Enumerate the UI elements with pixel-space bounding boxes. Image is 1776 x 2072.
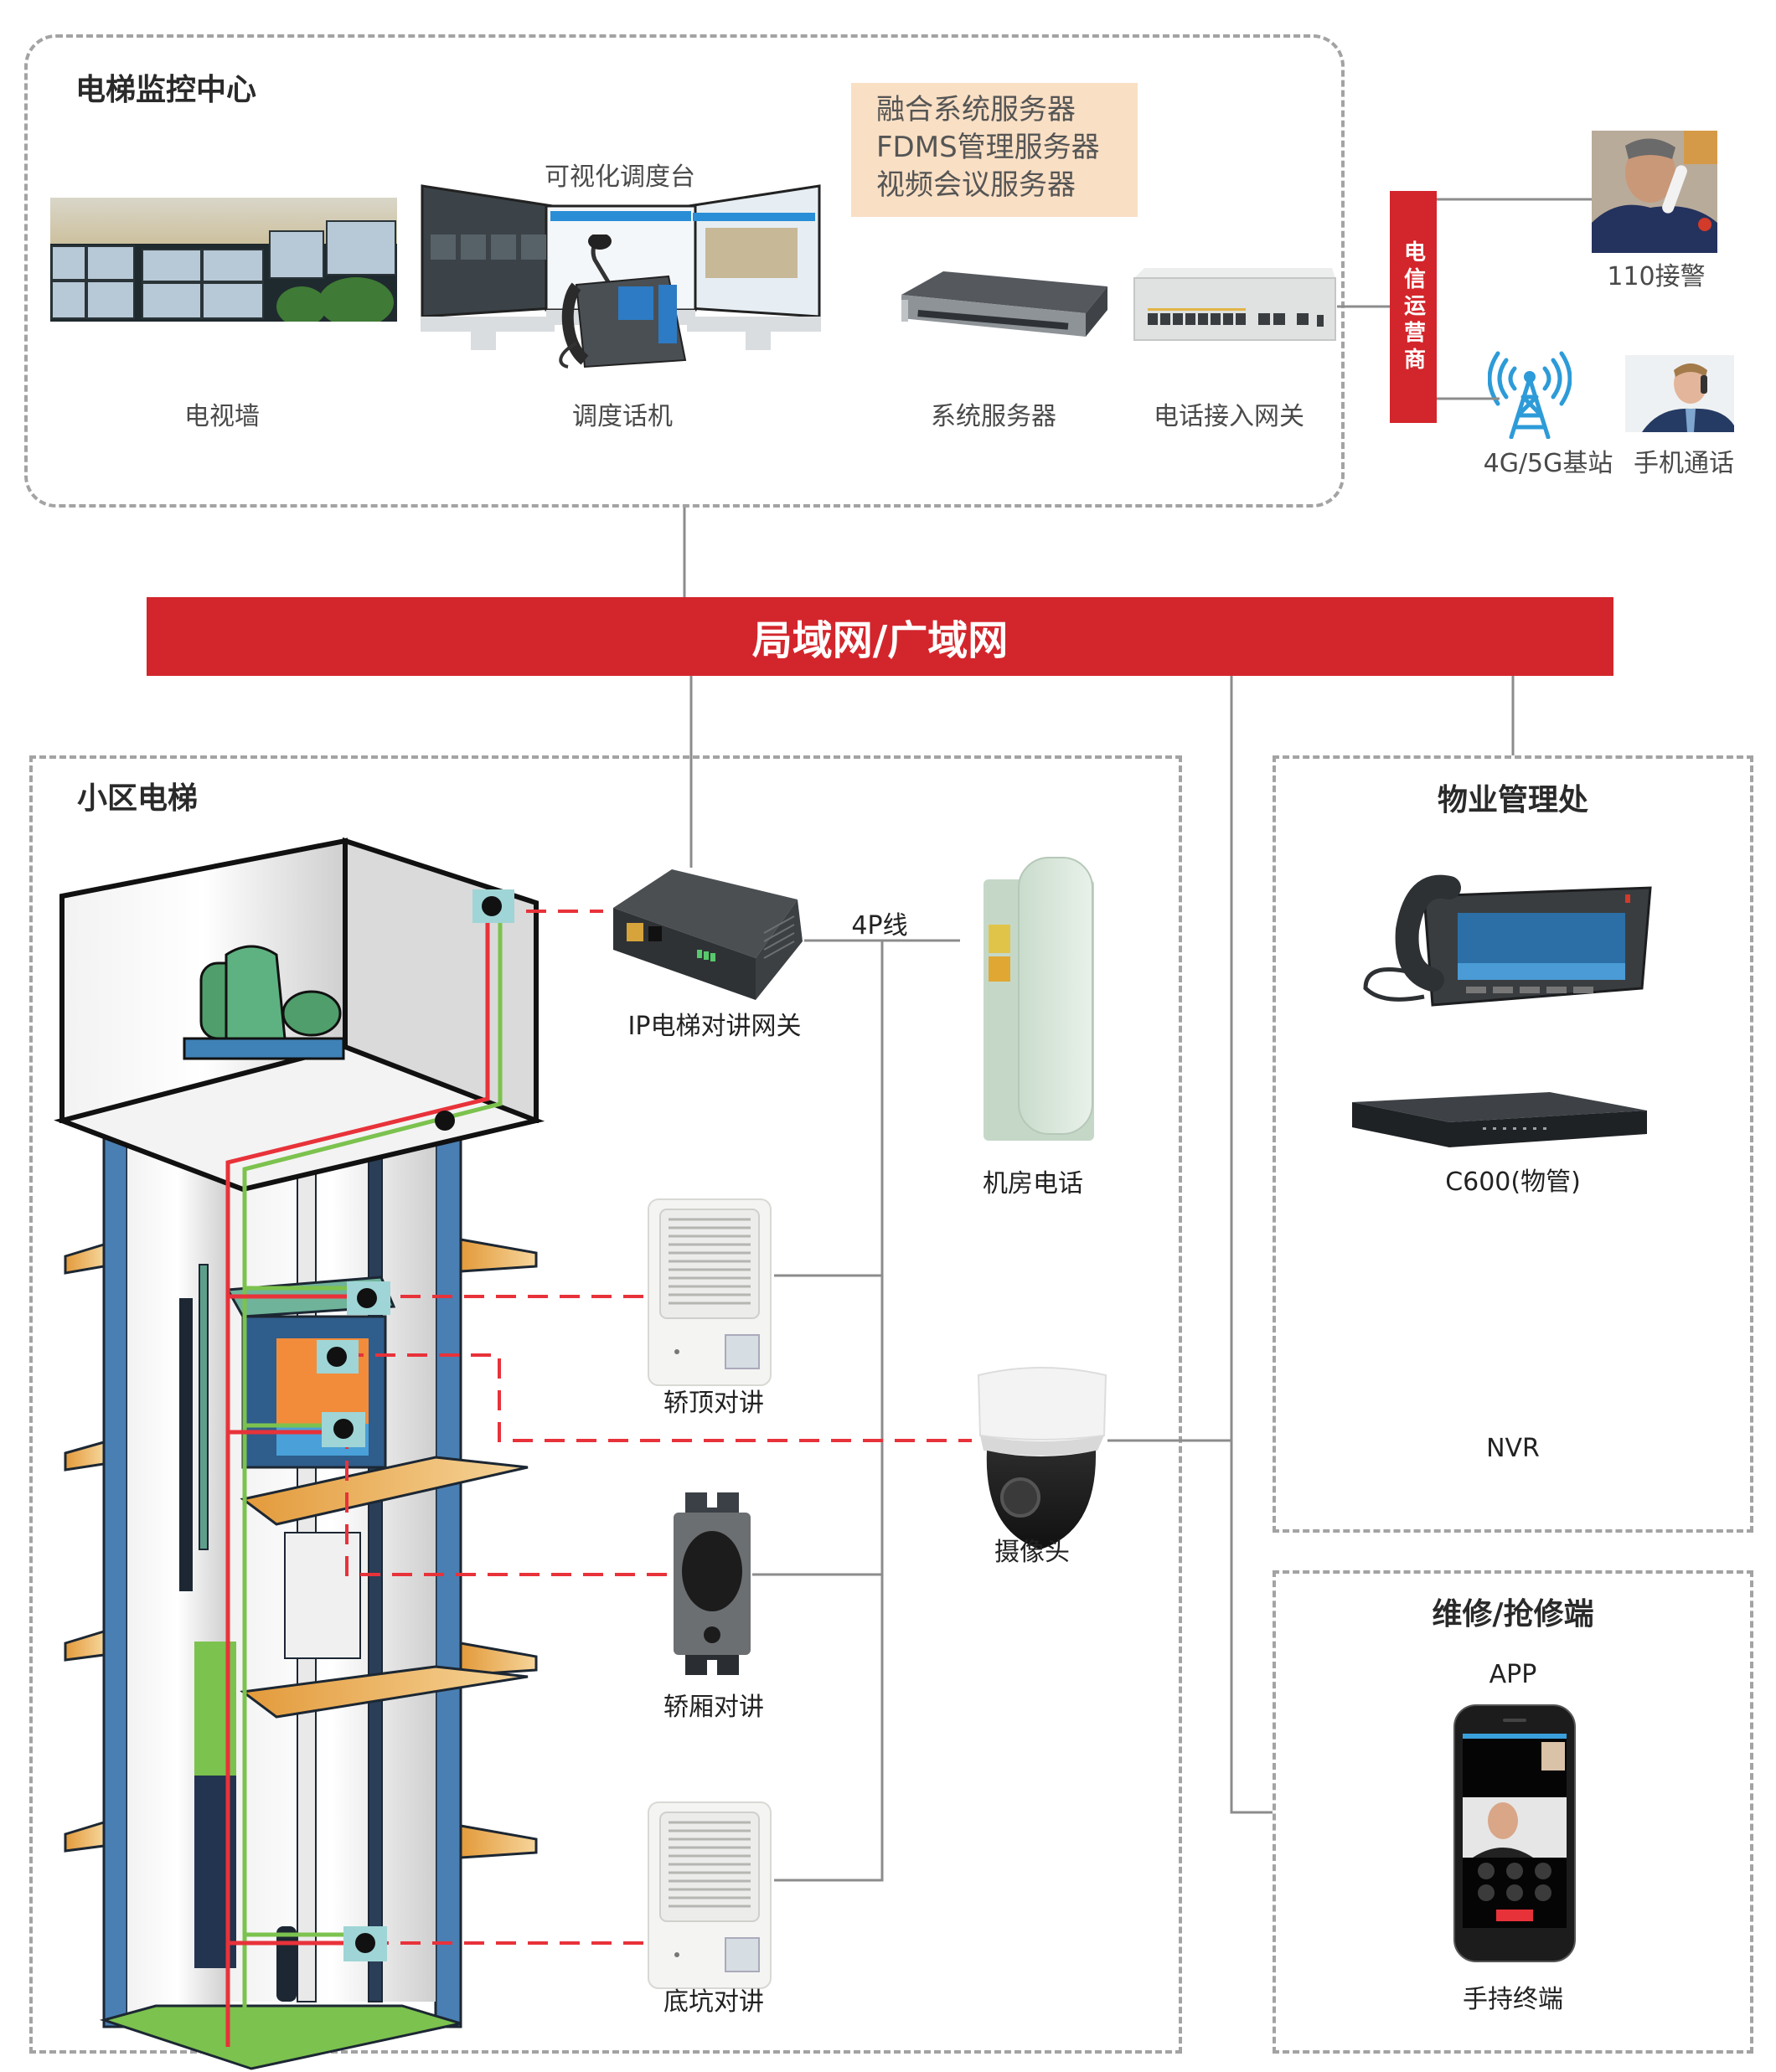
base-station-label: 4G/5G基站 [1483, 449, 1613, 478]
telecom-operator-bar: 电信运营商 [1390, 191, 1437, 423]
camera-image [972, 1363, 1109, 1553]
visual-console-label: 可视化调度台 [545, 162, 695, 192]
4p-wire-label: 4P线 [851, 911, 908, 941]
police-110-photo [1592, 131, 1717, 253]
police-110-label: 110接警 [1607, 262, 1706, 291]
car-top-intercom-image [647, 1198, 772, 1389]
dispatch-phone-image [543, 233, 694, 369]
monitoring-center-title: 电梯监控中心 [75, 73, 257, 107]
system-server-image [885, 270, 1109, 342]
pit-intercom-label: 底坑对讲 [663, 1987, 764, 2017]
mobile-call-label: 手机通话 [1634, 449, 1734, 478]
pit-intercom-image [647, 1801, 772, 1992]
mobile-call-photo [1625, 355, 1734, 432]
lan-wan-label: 局域网/广域网 [751, 617, 1009, 664]
handheld-terminal-label: 手持终端 [1463, 1985, 1563, 2014]
c600-phone-image [1349, 863, 1667, 1013]
nvr-label: NVR [1486, 1434, 1540, 1463]
handheld-terminal-image [1453, 1703, 1577, 1963]
maintenance-title: 维修/抢修端 [1432, 1597, 1594, 1631]
ip-elevator-gateway-image [596, 866, 808, 1008]
machine-room-phone-label: 机房电话 [983, 1169, 1083, 1198]
monitoring-center-box [24, 34, 1345, 508]
c600-phone-label: C600(物管) [1445, 1167, 1581, 1197]
phone-gateway-label: 电话接入网关 [1154, 402, 1304, 431]
community-elevator-title: 小区电梯 [77, 781, 199, 816]
tv-wall-label: 电视墙 [184, 402, 260, 431]
machine-room-phone-image [982, 854, 1096, 1146]
base-station-icon [1487, 350, 1572, 440]
property-office-title: 物业管理处 [1437, 783, 1589, 817]
nvr-image [1349, 1090, 1650, 1149]
ip-elevator-gateway-label: IP电梯对讲网关 [627, 1012, 802, 1041]
server-list-item: 视频会议服务器 [876, 168, 1076, 202]
app-label: APP [1489, 1660, 1537, 1689]
phone-gateway-image [1133, 266, 1337, 345]
server-list-item: FDMS管理服务器 [876, 131, 1100, 164]
tv-wall-image [50, 198, 397, 327]
property-office-box [1273, 755, 1753, 1533]
lan-wan-bar: 局域网/广域网 [147, 597, 1613, 676]
camera-label: 摄像头 [994, 1538, 1070, 1567]
maintenance-box [1273, 1570, 1753, 2054]
car-intercom-label: 轿厢对讲 [663, 1693, 764, 1722]
line-lan-trunk [1230, 676, 1273, 1814]
telecom-operator-label: 电信运营商 [1400, 240, 1426, 374]
car-top-intercom-label: 轿顶对讲 [663, 1389, 764, 1418]
system-server-label: 系统服务器 [931, 402, 1056, 431]
car-intercom-image [670, 1491, 754, 1677]
server-list-box: 融合系统服务器 FDMS管理服务器 视频会议服务器 [851, 83, 1138, 217]
server-list-item: 融合系统服务器 [876, 93, 1076, 126]
community-elevator-box [29, 755, 1182, 2054]
dispatch-phone-label: 调度话机 [572, 402, 673, 431]
